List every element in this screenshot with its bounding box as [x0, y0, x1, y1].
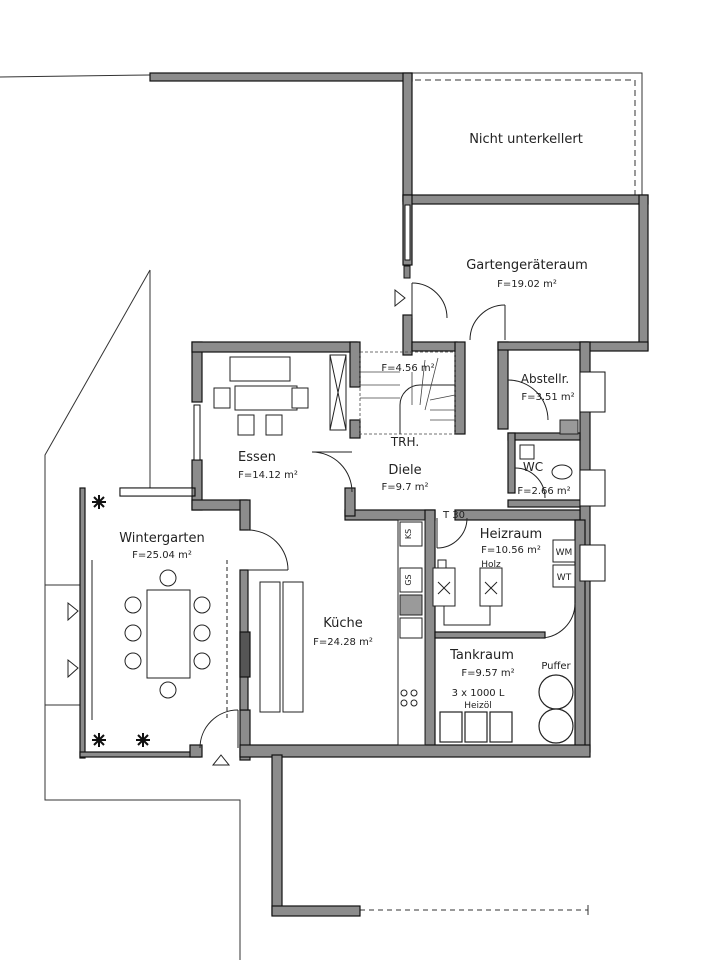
label-wintergarten: Wintergarten [119, 531, 205, 546]
label-nicht-unterkellert: Nicht unterkellert [469, 132, 583, 147]
label-tankraum: Tankraum [449, 648, 514, 663]
label-abstellraum: Abstellr. [521, 372, 569, 386]
label-puffer: Puffer [541, 661, 571, 672]
windows [119, 204, 606, 582]
heating-equipment [432, 539, 576, 626]
area-wintergarten: F=25.04 m² [132, 550, 192, 561]
label-heizoel: Heizöl [464, 701, 492, 711]
label-gs: GS [404, 574, 413, 585]
area-tankraum: F=9.57 m² [461, 668, 514, 679]
label-diele: Diele [388, 463, 421, 478]
oil-tanks [439, 674, 574, 744]
label-trh: TRH. [390, 435, 419, 449]
kitchen-counter [259, 519, 426, 746]
area-wc: F=2.66 m² [517, 486, 570, 497]
area-essen: F=14.12 m² [238, 470, 298, 481]
label-t30: T 30 [442, 510, 465, 521]
room-labels: Nicht unterkellert Gartengeräteraum F=19… [119, 132, 588, 711]
label-holz: Holz [481, 560, 501, 570]
doors [199, 282, 576, 749]
entrance-arrows [67, 288, 406, 766]
terrace-outline [0, 72, 643, 960]
dining-table-wintergarten [91, 560, 228, 720]
staircase [359, 351, 456, 435]
area-gartengeraeteraum: F=19.02 m² [497, 279, 557, 290]
label-kueche: Küche [323, 616, 363, 631]
area-abstellraum: F=3.51 m² [521, 392, 574, 403]
area-kueche: F=24.28 m² [313, 637, 373, 648]
label-wm: WM [556, 548, 573, 558]
label-heizraum: Heizraum [480, 527, 542, 542]
label-wt: WT [557, 573, 572, 583]
dining-table-essen [213, 354, 347, 436]
area-diele: F=9.7 m² [382, 482, 429, 493]
label-gartengeraeteraum: Gartengeräteraum [466, 258, 588, 273]
label-ks: KS [404, 529, 413, 539]
area-heizraum: F=10.56 m² [481, 545, 541, 556]
label-wc: WC [523, 460, 543, 474]
label-tank-volume: 3 x 1000 L [452, 688, 505, 699]
wc-fixtures [519, 419, 579, 480]
area-treppe: F=4.56 m² [381, 363, 434, 374]
label-essen: Essen [238, 450, 276, 465]
plant-icons [92, 495, 150, 747]
